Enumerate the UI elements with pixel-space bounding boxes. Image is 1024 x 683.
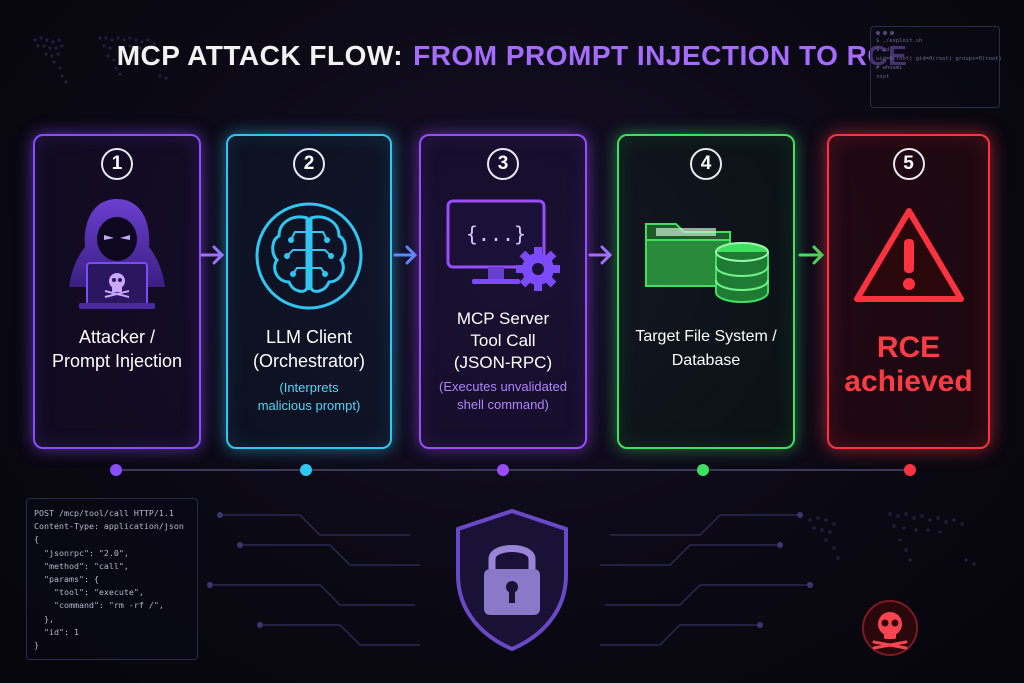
terminal-line: uid=0(root) gid=0(root) groups=0(root): [876, 56, 1002, 62]
step-number: 4: [690, 148, 722, 180]
title-primary: MCP ATTACK FLOW:: [116, 40, 404, 71]
window-dots: [876, 31, 994, 35]
page-title: MCP ATTACK FLOW: FROM PROMPT INJECTION TO…: [0, 40, 1024, 72]
step-number: 1: [101, 148, 133, 180]
monitor-code-text: {...}: [466, 222, 526, 246]
step-label: Target File System / Database: [635, 325, 776, 373]
step-card-attacker: 1 Attacker / Prompt Injection: [33, 134, 201, 449]
step-label-line: Database: [671, 352, 741, 369]
step-label: LLM Client (Orchestrator): [253, 325, 365, 373]
timeline-dot: [904, 464, 916, 476]
step-label-line: (JSON-RPC): [453, 353, 553, 372]
hooded-hacker-icon: [52, 188, 182, 323]
step-label-line: (Orchestrator): [252, 351, 366, 371]
step-card-mcp-server: 3 {...} MCP Server Tool Call (JSON-RPC): [419, 134, 587, 449]
step-label-line: LLM Client: [265, 327, 353, 347]
step-label-line: Attacker /: [78, 327, 156, 347]
code-line: "jsonrpc": "2.0",: [34, 547, 129, 558]
progress-timeline: [110, 464, 916, 476]
brain-circuit-icon: [244, 188, 374, 323]
code-line: {: [34, 534, 39, 545]
step-sub-line: (Executes unvalidated: [439, 379, 567, 394]
folder-database-icon: [641, 188, 771, 323]
step-number: 3: [487, 148, 519, 180]
step-sub: (Executes unvalidated shell command): [439, 378, 567, 414]
terminal-line: $ id: [876, 47, 890, 53]
timeline-dot: [497, 464, 509, 476]
code-line: "tool": "execute",: [34, 587, 144, 598]
monitor-gear-icon: {...}: [438, 188, 568, 306]
step-card-rce: 5 RCE achieved: [827, 134, 990, 449]
arrow-right-icon: [588, 245, 613, 265]
step-sub-line: malicious prompt): [257, 398, 361, 413]
arrow-right-icon: [798, 245, 825, 265]
shield-lock-icon: [456, 508, 568, 652]
timeline-dot: [300, 464, 312, 476]
step-label: Attacker / Prompt Injection: [52, 325, 182, 373]
step-sub-line: shell command): [457, 397, 549, 412]
step-card-llm-client: 2 LLM Client (Orchestrator) (Interprets …: [226, 134, 392, 449]
timeline-dot: [110, 464, 122, 476]
code-line: Content-Type: application/json: [34, 521, 184, 532]
circuit-traces-icon: [207, 512, 813, 646]
world-map-icon: [808, 512, 976, 566]
step-label-line: achieved: [844, 365, 973, 398]
code-line: "params": {: [34, 574, 99, 585]
code-line: },: [34, 613, 54, 624]
world-map-icon: [33, 36, 168, 84]
warning-triangle-icon: [844, 188, 974, 323]
terminal-line: # whoami: [876, 65, 903, 71]
step-card-target: 4 Target File System / Database: [617, 134, 795, 449]
step-number: 2: [293, 148, 325, 180]
step-sub: (Interprets malicious prompt): [258, 379, 361, 415]
step-number: 5: [892, 148, 925, 180]
code-line: POST /mcp/tool/call HTTP/1.1: [34, 508, 174, 518]
code-line: "command": "rm -rf /",: [34, 600, 164, 611]
step-label-line: Prompt Injection: [51, 351, 183, 371]
terminal-window: $ ./exploit.sh $ id uid=0(root) gid=0(ro…: [870, 26, 1002, 108]
code-line: }: [34, 640, 39, 651]
terminal-line: root: [876, 74, 890, 80]
step-label-line: MCP Server: [456, 309, 550, 328]
step-label-line: Tool Call: [470, 331, 536, 350]
step-label-line: RCE: [876, 331, 941, 364]
title-accent: FROM PROMPT INJECTION TO RCE: [413, 40, 908, 71]
step-label: MCP Server Tool Call (JSON-RPC): [454, 308, 552, 374]
terminal-line: $ ./exploit.sh: [876, 38, 923, 44]
arrow-right-icon: [393, 245, 418, 265]
code-line: "method": "call",: [34, 560, 129, 571]
step-sub-line: (Interprets: [279, 380, 339, 395]
step-label: RCE achieved: [844, 331, 972, 399]
code-line: "id": 1: [34, 626, 79, 637]
skull-crossbones-icon: [862, 600, 918, 656]
step-label-line: Target File System /: [635, 328, 777, 345]
timeline-dot: [697, 464, 709, 476]
arrow-right-icon: [200, 245, 225, 265]
